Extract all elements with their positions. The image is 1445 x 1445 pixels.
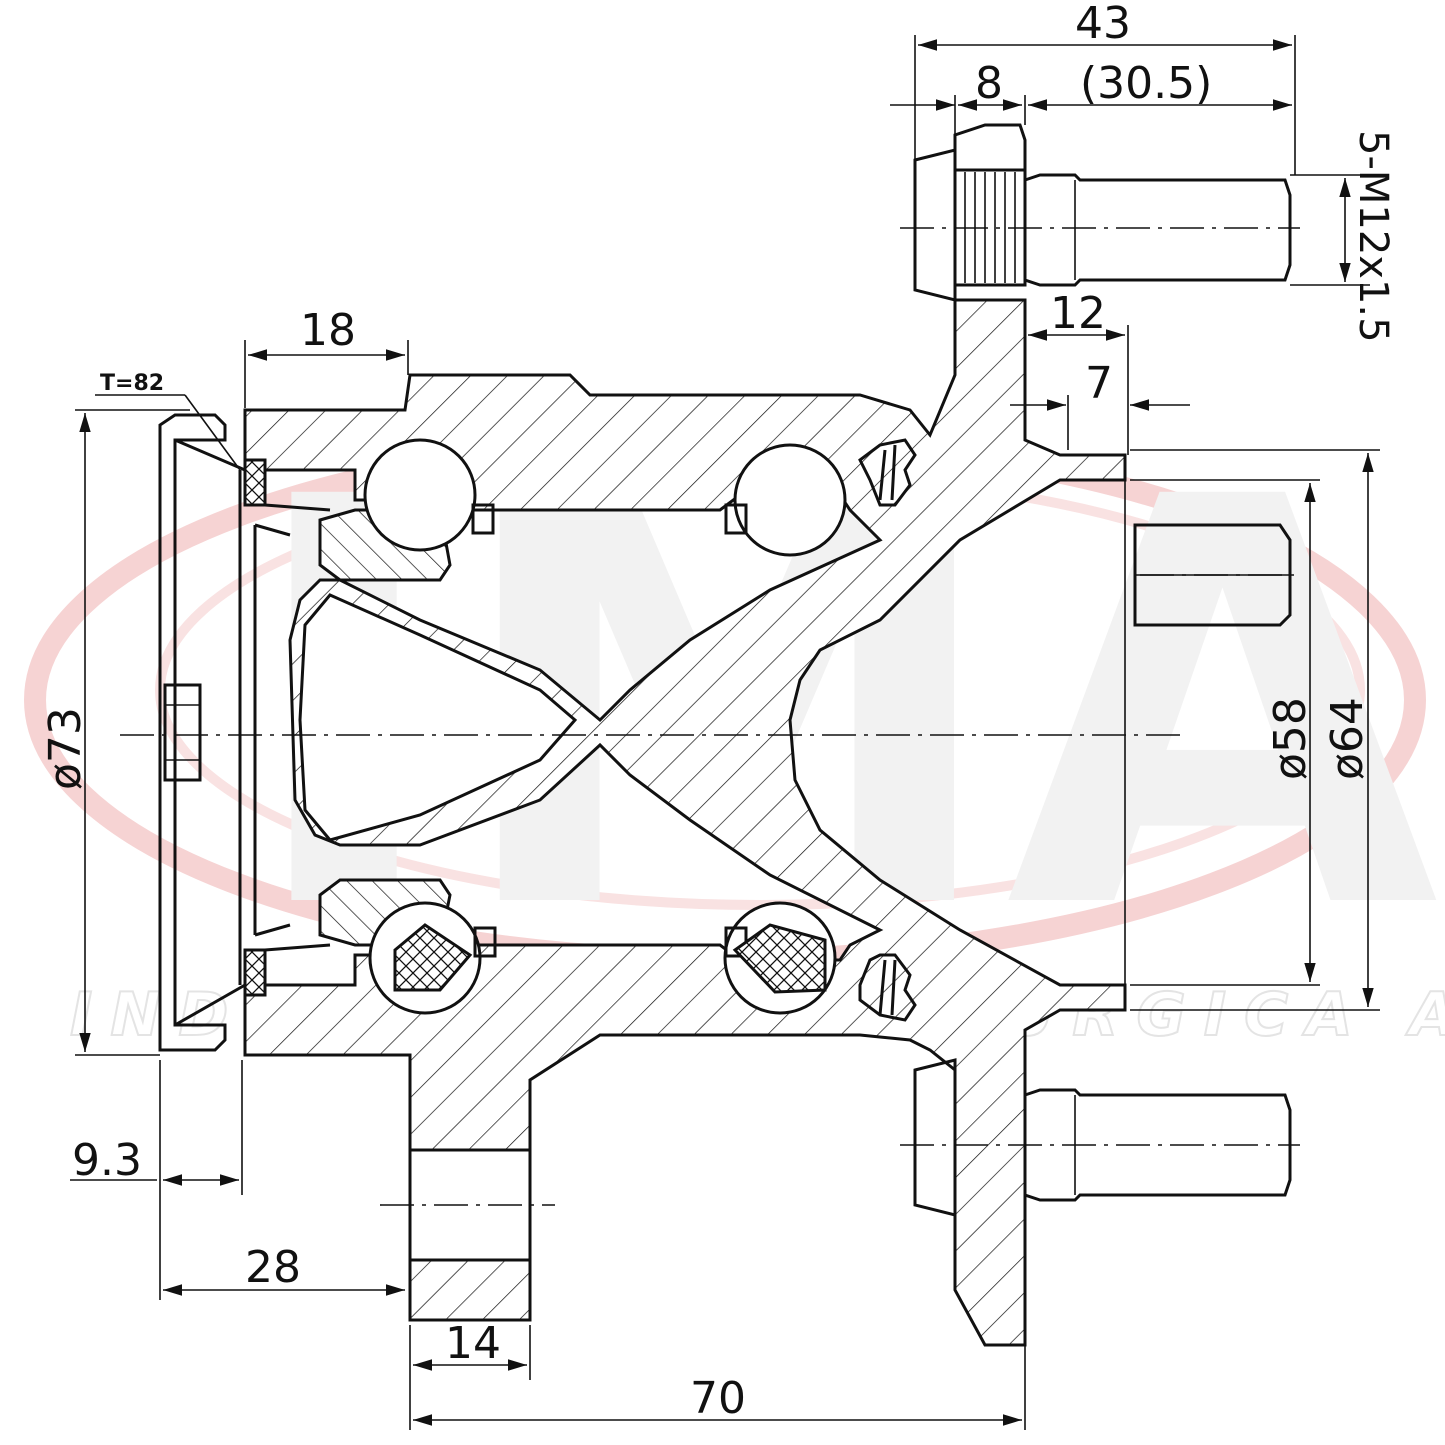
centerlines (120, 227, 1300, 1206)
dim-43: 43 (1075, 0, 1131, 49)
dim-8: 8 (975, 58, 1003, 109)
dim-9-3: 9.3 (72, 1135, 142, 1186)
dim-dia58: ø58 (1265, 697, 1316, 780)
dim-t82: T=82 (100, 371, 164, 396)
dim-thread: 5-M12x1.5 (1350, 130, 1396, 343)
dim-12: 12 (1050, 288, 1106, 339)
dim-18: 18 (300, 305, 356, 356)
dim-70: 70 (690, 1373, 746, 1424)
dust-cap (158, 413, 291, 1052)
seals (243, 438, 917, 1022)
dim-30-5: (30.5) (1080, 58, 1212, 109)
ball-top-right (733, 443, 847, 557)
ball-top-left (363, 438, 477, 552)
dim-28: 28 (245, 1242, 301, 1293)
dim-dia64: ø64 (1322, 697, 1373, 780)
dim-14: 14 (445, 1318, 501, 1369)
dimension-lines (70, 35, 1380, 1430)
dim-7: 7 (1085, 358, 1113, 409)
dimension-labels: 43 8 (30.5) 5-M12x1.5 18 T=82 12 7 ø73 ø… (40, 0, 1396, 1424)
dim-dia73: ø73 (40, 707, 91, 790)
hub-body (243, 298, 1127, 1347)
bearing-balls (363, 438, 847, 1015)
